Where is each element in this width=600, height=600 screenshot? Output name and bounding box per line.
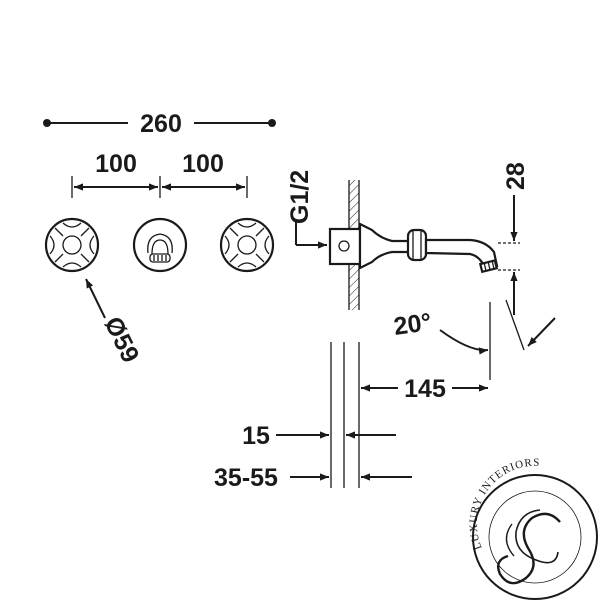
spout-angle-label: 20° xyxy=(392,308,433,341)
center-diverter xyxy=(132,217,188,273)
wall-reference-lines xyxy=(330,342,360,488)
spacing-dimension: 100 100 xyxy=(71,150,248,198)
wall-offset-dimension: 15 xyxy=(242,422,396,450)
spacing-left-label: 100 xyxy=(95,150,137,178)
connection-label: G1/2 xyxy=(286,170,314,224)
projection-dimension: 145 xyxy=(361,375,488,403)
projection-label: 145 xyxy=(404,375,446,403)
side-view-spout xyxy=(328,222,499,274)
overall-width-label: 260 xyxy=(140,110,182,138)
spout-height-dimension: 28 xyxy=(498,162,530,315)
handle-diameter-dimension: Ø59 xyxy=(85,278,145,367)
spout-angle-dimension: 20° xyxy=(392,299,556,380)
wall-range-label: 35-55 xyxy=(214,464,278,492)
connection-dimension: G1/2 xyxy=(286,170,327,249)
wall-range-dimension: 35-55 xyxy=(214,464,412,492)
overall-width-dimension: 260 xyxy=(43,110,276,138)
luxury-interiors-logo: LUXURY INTERIORS xyxy=(468,457,598,600)
wall-offset-label: 15 xyxy=(242,422,270,450)
right-cross-handle xyxy=(219,217,275,273)
left-cross-handle xyxy=(44,217,100,273)
spout-height-label: 28 xyxy=(502,162,530,190)
spacing-right-label: 100 xyxy=(182,150,224,178)
handle-diameter-label: Ø59 xyxy=(99,312,145,367)
